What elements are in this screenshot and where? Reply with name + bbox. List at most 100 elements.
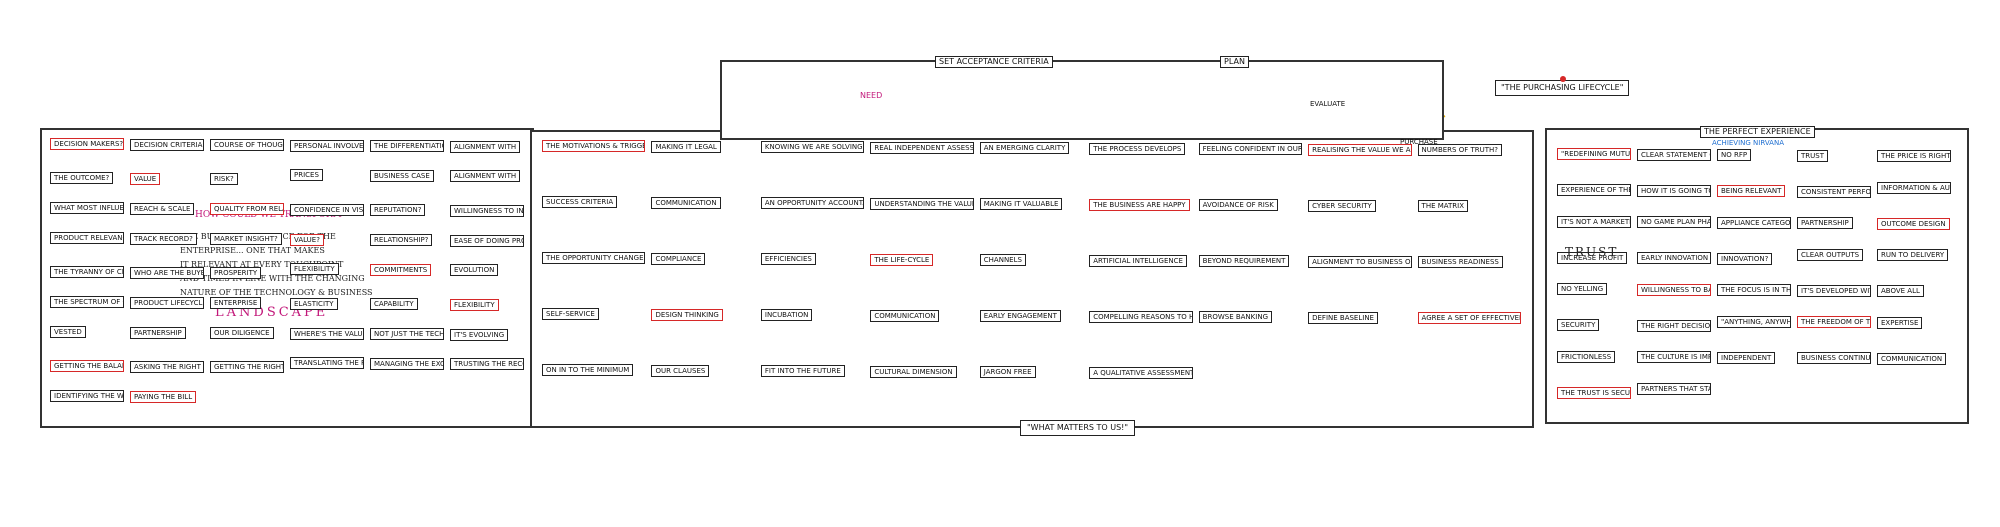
right-box-1: CLEAR STATEMENT OF VALUE & THE TRUE BUSI… [1637, 148, 1711, 161]
mid-box-31: EARLY ENGAGEMENT [979, 310, 1061, 322]
mid-box-24: BEYOND REQUIREMENT [1198, 255, 1290, 267]
left-box-29: EVOLUTION [450, 264, 499, 277]
right-box-4: THE PRICE IS RIGHT [1877, 150, 1951, 162]
left-box-24: THE TYRANNY OF CHOICE [50, 266, 124, 279]
right-box-0: "REDEFINING MUTUALITY" [1557, 148, 1631, 160]
trust-word: TRUST [1565, 245, 1619, 259]
right-box-8: CONSISTENT PERFORMANCE [1797, 185, 1871, 198]
left-box-20: MARKET INSIGHT? [210, 233, 282, 245]
left-box-37: PARTNERSHIP [130, 326, 186, 339]
right-box-12: APPLIANCE CATEGORY [1717, 216, 1791, 229]
purchase-label: PURCHASE [1400, 138, 1438, 146]
mid-box-13: MAKING IT VALUABLE [979, 198, 1063, 210]
right-box-7: BEING RELEVANT [1717, 185, 1786, 197]
evaluate-label: EVALUATE [1310, 100, 1346, 108]
right-box-23: IT'S DEVELOPED WITH THE PARTNER [1797, 284, 1871, 297]
mid-box-32: COMPELLING REASONS TO HELP [1089, 310, 1193, 323]
right-box-22: THE FOCUS IS IN THE DATA & THE TRUST & C… [1717, 284, 1791, 296]
mid-box-15: AVOIDANCE OF RISK [1198, 199, 1278, 211]
left-box-32: ENTERPRISE [210, 297, 262, 310]
mid-box-27: SELF-SERVICE [542, 308, 599, 320]
transform-line-3: ENTERPRISE... ONE THAT MAKES [180, 246, 325, 255]
mid-box-23: ARTIFICIAL INTELLIGENCE [1089, 254, 1187, 267]
right-box-9: INFORMATION & AUTOMATION [1877, 181, 1951, 194]
center-note: "WHAT MATTERS TO US!" [1020, 420, 1136, 436]
left-box-8: RISK? [210, 173, 238, 186]
right-box-35: THE TRUST IS SECURITY SMART AND SOME TRU… [1557, 386, 1631, 399]
left-box-1: DECISION CRITERIA [130, 138, 204, 151]
right-panel [1545, 128, 1969, 424]
left-box-27: FLEXIBILITY [290, 263, 339, 276]
mid-box-35: AGREE A SET OF EFFECTIVENESS [1417, 312, 1521, 324]
left-box-7: VALUE [130, 172, 161, 185]
right-box-29: EXPERTISE [1877, 316, 1923, 329]
mid-box-19: COMPLIANCE [651, 252, 706, 265]
left-box-48: IDENTIFYING THE WHO? [50, 390, 124, 403]
mid-box-12: UNDERSTANDING THE VALUE [870, 197, 974, 210]
mid-box-30: COMMUNICATION [870, 309, 940, 322]
right-box-11: NO GAME PLAN PHASE [1637, 216, 1711, 228]
left-box-21: VALUE? [290, 233, 324, 246]
left-box-46: MANAGING THE EXCEPTIONS? [370, 357, 444, 370]
left-box-14: QUALITY FROM RELATIONSHIP [210, 203, 284, 216]
need-label: NEED [860, 91, 883, 100]
mid-box-11: AN OPPORTUNITY ACCOUNTABLE [760, 197, 865, 209]
left-box-13: REACH & SCALE [130, 202, 195, 215]
right-box-28: THE FREEDOM OF THE LONG TERM VISION [1797, 316, 1871, 328]
mid-box-33: BROWSE BANKING [1198, 311, 1272, 323]
left-box-6: THE OUTCOME? [50, 172, 114, 185]
right-box-36: PARTNERS THAT STAY WITH US [1637, 382, 1711, 395]
left-box-22: RELATIONSHIP? [370, 234, 433, 246]
left-box-36: VESTED [50, 326, 86, 338]
right-box-3: TRUST [1797, 149, 1828, 162]
left-box-31: PRODUCT LIFECYCLE [130, 296, 204, 309]
mid-box-3: REAL INDEPENDENT ASSESSMENT [870, 141, 974, 154]
left-box-35: FLEXIBILITY [450, 298, 499, 311]
mid-box-18: THE OPPORTUNITY CHANGE [542, 252, 646, 264]
right-box-6: HOW IT IS GOING TO RUN [1637, 184, 1711, 197]
left-box-26: PROSPERITY [210, 267, 262, 280]
right-box-32: INDEPENDENT [1717, 351, 1776, 364]
right-box-34: COMMUNICATION [1877, 352, 1947, 365]
mid-box-22: CHANNELS [979, 254, 1026, 266]
mid-box-29: INCUBATION [760, 309, 813, 321]
mid-box-2: KNOWING WE ARE SOLVING THE RIGHT PROBLEM [760, 141, 865, 153]
criteria-title: SET ACCEPTANCE CRITERIA [935, 56, 1053, 68]
mid-box-10: COMMUNICATION [651, 196, 721, 209]
left-box-12: WHAT MOST INFLUENCES US [50, 202, 124, 215]
mid-box-39: CULTURAL DIMENSION [870, 365, 957, 378]
perfect-experience-sub: ACHIEVING NIRVANA [1712, 139, 1784, 147]
mid-box-6: FEELING CONFIDENT IN OUR DECISION [1198, 143, 1303, 155]
mid-box-17: THE MATRIX [1417, 200, 1469, 212]
left-box-28: COMMITMENTS [370, 263, 432, 276]
mid-box-28: DESIGN THINKING [651, 308, 723, 321]
right-box-15: INCREASE PROFIT [1557, 251, 1628, 264]
mid-box-37: OUR CLAUSES [651, 364, 710, 377]
left-box-15: CONFIDENCE IN VISION [290, 203, 364, 216]
mid-box-16: CYBER SECURITY [1308, 199, 1376, 212]
left-box-47: TRUSTING THE RECOMMENDATIONS? [450, 358, 524, 371]
left-box-30: THE SPECTRUM OF CONVENIENCE [50, 296, 124, 309]
mid-box-20: EFFICIENCIES [760, 253, 816, 265]
left-box-11: ALIGNMENT WITH [450, 170, 521, 183]
left-box-43: ASKING THE RIGHT QUESTIONS? [130, 360, 204, 373]
mid-box-8: NUMBERS OF TRUTH? [1417, 144, 1502, 156]
plan-title: PLAN [1220, 56, 1249, 68]
mid-box-40: JARGON FREE [979, 366, 1036, 378]
left-box-0: DECISION MAKERS? [50, 138, 124, 150]
mid-box-9: SUCCESS CRITERIA [542, 196, 618, 208]
left-box-4: THE DIFFERENTIATION [370, 140, 444, 152]
mid-box-36: ON IN TO THE MINIMUM [542, 364, 634, 376]
left-box-23: EASE OF DOING PROCESS? [450, 234, 524, 247]
left-box-18: PRODUCT RELEVANCE? [50, 232, 124, 244]
middle-panel [530, 130, 1534, 428]
right-box-26: THE RIGHT DECISION [1637, 319, 1711, 332]
right-box-10: IT'S NOT A MARKETING SPEECH [1557, 215, 1631, 228]
right-box-27: "ANYTHING, ANYWHERE" [1717, 315, 1791, 328]
left-box-38: OUR DILIGENCE [210, 327, 274, 339]
left-box-9: PRICES [290, 169, 323, 182]
transform-line-4: IT RELEVANT AT EVERY TOUCHPOINT [180, 260, 344, 269]
left-box-5: ALIGNMENT WITH [450, 140, 521, 153]
right-box-21: WILLINGNESS TO BACK UP THE PROMISE [1637, 283, 1711, 296]
right-box-14: OUTCOME DESIGN [1877, 217, 1950, 230]
